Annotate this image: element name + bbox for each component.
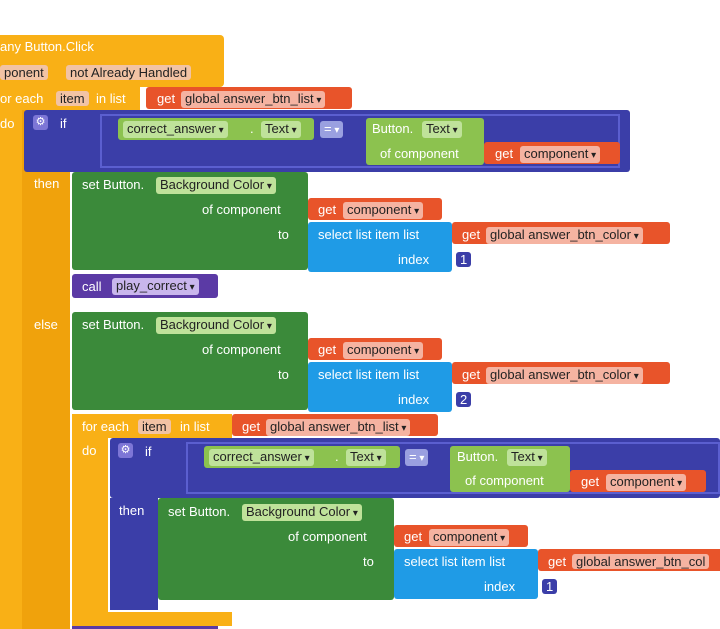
else-label: else: [34, 317, 58, 332]
foreach-do-spine: [22, 110, 70, 629]
to-label: to: [278, 367, 289, 382]
select-list-item-2[interactable]: [308, 362, 452, 412]
get-label: get: [548, 554, 567, 569]
background-color-dropdown[interactable]: Background Color: [156, 317, 276, 334]
text-prop-dropdown[interactable]: Text: [261, 121, 301, 138]
button-text-dropdown[interactable]: Text: [422, 121, 462, 138]
index-label: index: [398, 252, 430, 267]
set-label: set Button.: [168, 504, 231, 519]
get-label: get: [318, 342, 337, 357]
component-dropdown[interactable]: component: [343, 202, 424, 219]
get-label: get: [157, 91, 176, 106]
event-title: any Button.Click: [0, 39, 94, 54]
foreach-item-var[interactable]: item: [56, 91, 89, 106]
foreach-item-var[interactable]: item: [138, 419, 171, 434]
get-label: get: [404, 529, 423, 544]
do-label: do: [0, 116, 15, 131]
foreach-label: or each: [0, 91, 44, 106]
set-label: set Button.: [82, 177, 145, 192]
component-dropdown[interactable]: component: [429, 529, 510, 546]
index-label: index: [398, 392, 430, 407]
correct-answer-dropdown[interactable]: correct_answer: [209, 449, 314, 466]
button-label: Button.: [457, 449, 499, 464]
equals-operator-dropdown[interactable]: =: [320, 121, 344, 138]
global-answer-btn-color-dropdown[interactable]: global answer_btn_color: [486, 227, 643, 244]
select-list-item-3[interactable]: [394, 549, 538, 599]
dot-label: .: [335, 449, 339, 464]
of-component-label: of component: [380, 146, 459, 161]
component-dropdown[interactable]: component: [343, 342, 424, 359]
button-text-dropdown[interactable]: Text: [507, 449, 547, 466]
global-answer-btn-list-dropdown[interactable]: global answer_btn_list: [266, 419, 411, 436]
call-label: call: [82, 279, 102, 294]
foreach-2-spine: [72, 436, 108, 616]
set-label: set Button.: [82, 317, 145, 332]
param-not-already-handled[interactable]: not Already Handled: [66, 65, 192, 80]
get-label: get: [581, 474, 600, 489]
to-label: to: [363, 554, 374, 569]
index-number-2[interactable]: 2: [456, 392, 472, 407]
gear-icon[interactable]: ⚙: [118, 443, 133, 458]
get-label: get: [462, 367, 481, 382]
get-label: get: [462, 227, 481, 242]
of-component-label: of component: [202, 202, 281, 217]
get-label: get: [318, 202, 337, 217]
param-component[interactable]: ponent: [0, 65, 48, 80]
if-label: if: [60, 116, 67, 131]
if-block-2-spine: [110, 498, 158, 610]
dot-label: .: [250, 121, 254, 136]
event-block-spine: [0, 85, 22, 629]
select-list-item-label: select list item list: [404, 554, 506, 569]
component-dropdown[interactable]: component: [606, 474, 687, 491]
background-color-dropdown[interactable]: Background Color: [242, 504, 362, 521]
of-component-label: of component: [465, 473, 544, 488]
correct-answer-dropdown[interactable]: correct_answer: [123, 121, 228, 138]
foreach-label: for each: [82, 419, 129, 434]
select-list-item-1[interactable]: [308, 222, 452, 272]
of-component-label: of component: [288, 529, 367, 544]
partial-block-bottom: [72, 626, 218, 629]
foreach-in-list-label: in list: [180, 419, 210, 434]
equals-operator-dropdown[interactable]: =: [405, 449, 429, 466]
then-label: then: [119, 503, 145, 518]
do-label: do: [82, 443, 97, 458]
to-label: to: [278, 227, 289, 242]
text-prop-dropdown[interactable]: Text: [346, 449, 386, 466]
global-answer-btn-color-dropdown[interactable]: global answer_btn_color: [486, 367, 643, 384]
play-correct-dropdown[interactable]: play_correct: [112, 278, 199, 295]
global-answer-btn-color-dropdown[interactable]: global answer_btn_col: [572, 554, 710, 569]
select-list-item-label: select list item list: [318, 227, 420, 242]
background-color-dropdown[interactable]: Background Color: [156, 177, 276, 194]
if-label: if: [145, 444, 152, 459]
foreach-2-bottom: [72, 612, 232, 626]
gear-icon[interactable]: ⚙: [33, 115, 48, 130]
then-label: then: [34, 176, 60, 191]
component-dropdown[interactable]: component: [520, 146, 601, 163]
of-component-label: of component: [202, 342, 281, 357]
get-label: get: [242, 419, 261, 434]
index-number-3[interactable]: 1: [542, 579, 558, 594]
index-label: index: [484, 579, 516, 594]
button-label: Button.: [372, 121, 414, 136]
get-label: get: [495, 146, 514, 161]
global-answer-btn-list-dropdown[interactable]: global answer_btn_list: [181, 91, 326, 108]
index-number-1[interactable]: 1: [456, 252, 472, 267]
select-list-item-label: select list item list: [318, 367, 420, 382]
foreach-in-list-label: in list: [96, 91, 126, 106]
